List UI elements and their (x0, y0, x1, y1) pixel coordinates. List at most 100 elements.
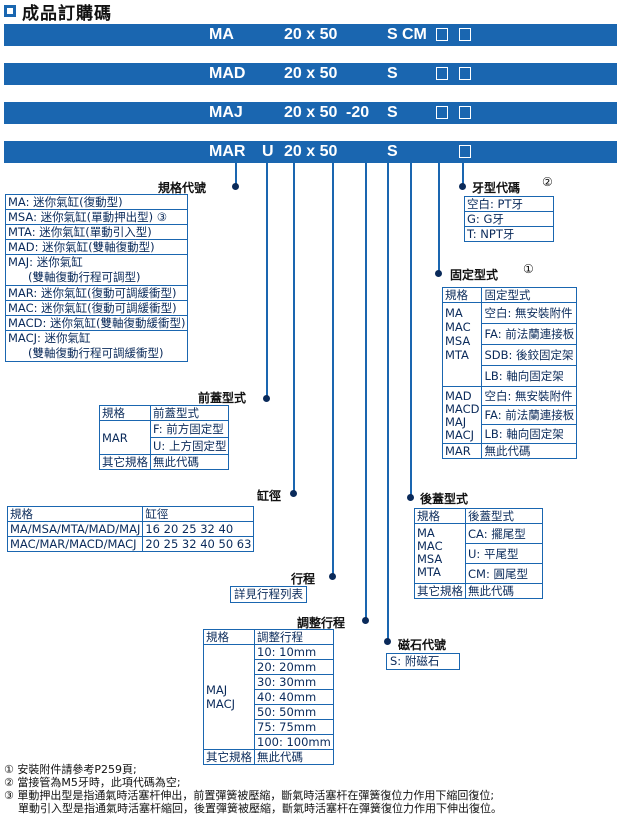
mount-row: 空白: 無安裝附件 (481, 302, 578, 324)
footnote: ① 安裝附件請參考P259頁; (4, 763, 137, 776)
thread-row: T: NPT牙 (464, 226, 554, 242)
model-label: MACJ (206, 697, 236, 711)
spec-item: MTA: 迷你氣缸(單動引入型) (4, 224, 189, 240)
thread-row: 空白: PT牙 (464, 196, 554, 212)
bore-col-header: 規格 (6, 506, 144, 522)
bar-empty-box (459, 28, 471, 41)
other-spec-label: 其它規格 (414, 583, 466, 599)
adjust-col-header: 調整行程 (254, 629, 334, 645)
spec-item: MSA: 迷你氣缸(單動押出型) ③ (4, 209, 189, 225)
mount-row: FA: 前法蘭連接板 (481, 405, 578, 425)
spec-item-line: MAJ: 迷你氣缸 (8, 255, 83, 269)
spec-item: MACD: 迷你氣缸(雙軸復動緩衝型) (4, 315, 189, 331)
model-label: MA (417, 526, 435, 540)
bar-front: U (262, 143, 274, 160)
mount-heading: 固定型式 (450, 268, 499, 282)
no-code-value: 無此代碼 (254, 749, 334, 765)
connector-dot (362, 617, 369, 624)
connector-line (410, 163, 412, 497)
adjust-row: 20: 20mm (254, 659, 334, 675)
page-title: 成品訂購碼 (22, 4, 112, 24)
connector-dot (384, 638, 391, 645)
spec-item: MAJ: 迷你氣缸(雙軸復動行程可調型) (4, 254, 189, 286)
spec-item-line: MACJ: 迷你氣缸 (8, 331, 91, 345)
model-label: MACJ (445, 428, 475, 442)
model-label: MACD (445, 402, 480, 416)
model-label: MAD (445, 389, 472, 403)
thread-heading: 牙型代碼 (472, 181, 521, 195)
other-spec-label: 其它規格 (203, 749, 255, 765)
adjust-col-header: 規格 (203, 629, 255, 645)
mount-row: LB: 軸向固定架 (481, 424, 578, 444)
connector-line (332, 163, 334, 576)
no-code-value: 無此代碼 (149, 454, 230, 470)
bore-spec: MA/MSA/MTA/MAD/MAJ (6, 521, 144, 537)
rear-row: CA: 擺尾型 (465, 523, 543, 544)
mount-row: FA: 前法蘭連接板 (481, 323, 578, 345)
front-row: F: 前方固定型 (149, 420, 230, 438)
connector-dot (407, 494, 414, 501)
rear-heading: 後蓋型式 (420, 492, 469, 506)
bore-col-header: 缸徑 (142, 506, 255, 522)
model-label: MAC (445, 320, 471, 334)
rear-col-header: 後蓋型式 (465, 508, 543, 524)
spec-item-line: (雙軸復動行程可調型) (28, 270, 141, 284)
spec-item: MAR: 迷你氣缸(復動可調緩衝型) (4, 285, 189, 301)
connector-dot (263, 395, 270, 402)
front-col-header: 前蓋型式 (149, 405, 230, 421)
adjust-heading: 調整行程 (297, 616, 346, 630)
spec-item: MACJ: 迷你氣缸(雙軸復動行程可調緩衝型) (4, 330, 189, 362)
bar-empty-box (436, 67, 448, 80)
order-code-bar-3: MAJ 20 x 50 -20 S (4, 102, 617, 124)
adjust-row: 10: 10mm (254, 644, 334, 660)
stroke-box: 詳見行程列表 (230, 586, 307, 603)
footnote: ③ 單動押出型是指通氣時活塞杆伸出，前置彈簧被壓縮，斷氣時活塞杆在彈簧復位力作用… (4, 789, 495, 802)
connector-dot (459, 183, 466, 190)
bar-empty-box (459, 67, 471, 80)
mount-col-header: 固定型式 (481, 287, 578, 303)
model-label: MA (445, 306, 463, 320)
thread-note: ② (542, 175, 553, 189)
connector-line (266, 163, 268, 398)
front-row: U: 上方固定型 (149, 437, 230, 455)
mount-row: 無此代碼 (481, 443, 578, 459)
connector-line (387, 163, 389, 641)
model-label: MAR (441, 443, 483, 459)
front-col-header: 規格 (99, 405, 151, 421)
stroke-heading: 行程 (291, 572, 316, 586)
magnet-box: S: 附磁石 (386, 653, 461, 670)
order-code-bar-2: MAD 20 x 50 S (4, 63, 617, 85)
mount-col-header: 規格 (441, 287, 483, 303)
bar-empty-box (459, 145, 471, 158)
mount-row: SDB: 後鉸固定架 (481, 344, 578, 366)
connector-line (365, 163, 367, 620)
model-label: MTA (417, 565, 441, 579)
connector-line (235, 163, 237, 186)
front-heading: 前蓋型式 (198, 391, 247, 405)
spec-item-line: (雙軸復動行程可調緩衝型) (28, 346, 164, 360)
model-label: MSA (445, 334, 471, 348)
model-label: MTA (445, 348, 469, 362)
bar-size: 20 x 50 (284, 65, 338, 82)
model-label: MAJ (445, 415, 467, 429)
footnote: ② 當接管為M5牙時，此項代碼為空; (4, 776, 181, 789)
model-label: MAC (417, 539, 443, 553)
magnet-heading: 磁石代號 (398, 638, 447, 652)
connector-dot (232, 183, 239, 190)
thread-table: 空白: PT牙 G: G牙 T: NPT牙 (464, 196, 554, 242)
order-code-bar-4: MAR U 20 x 50 S (4, 141, 617, 163)
rear-row: CM: 圓尾型 (465, 563, 543, 584)
mount-note: ① (523, 262, 534, 276)
bar-size: 20 x 50 (284, 104, 338, 121)
mount-row: LB: 軸向固定架 (481, 365, 578, 387)
model-label: MAJ (206, 683, 228, 697)
adjust-row: 75: 75mm (254, 719, 334, 735)
rear-col-header: 規格 (414, 508, 466, 524)
spec-item: MA: 迷你氣缸(復動型) (4, 194, 189, 210)
